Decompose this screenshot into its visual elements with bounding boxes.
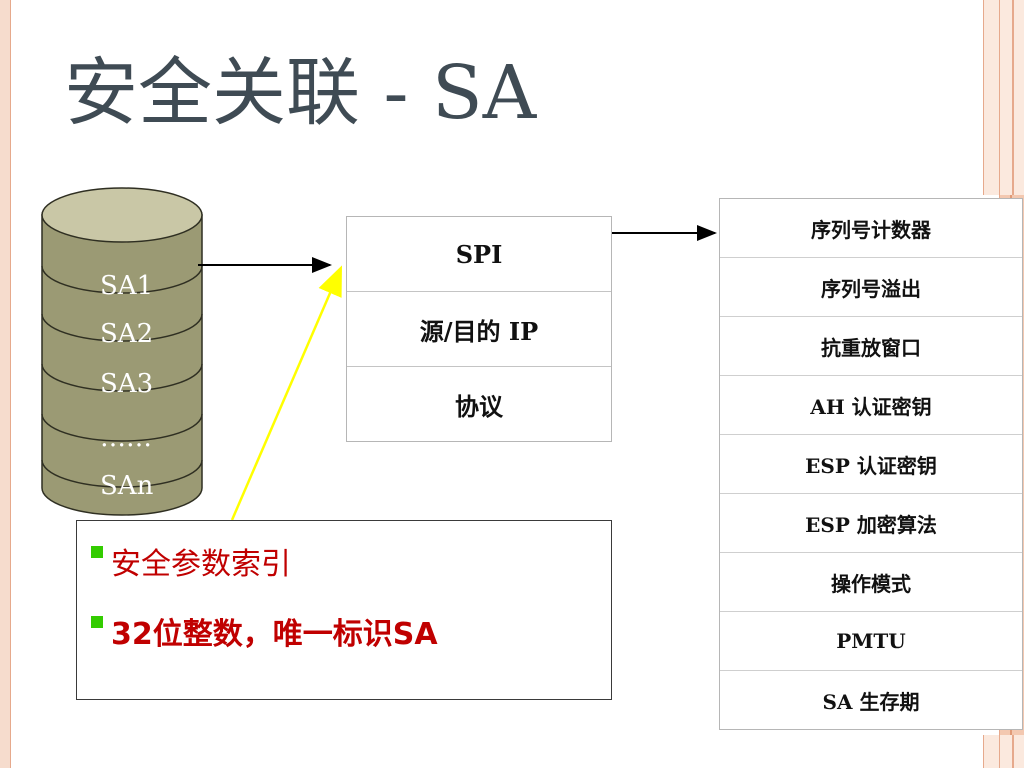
- field-spi: SPI: [347, 217, 611, 292]
- param-row: 序列号计数器: [720, 199, 1022, 258]
- square-bullet-icon: [91, 546, 103, 558]
- db-label-sa2: SA2: [100, 319, 154, 349]
- field-src-dst-ip: 源/目的 IP: [347, 292, 611, 367]
- note-text: 安全参数索引: [111, 547, 291, 582]
- param-row: 抗重放窗口: [720, 317, 1022, 376]
- note-item: 32位整数，唯一标识SA: [91, 609, 438, 653]
- right-decor-bottom: [978, 735, 1024, 768]
- left-decor-line: [10, 0, 11, 768]
- db-label-ellipsis: ……: [100, 423, 152, 453]
- param-row: 序列号溢出: [720, 258, 1022, 317]
- param-row: 操作模式: [720, 553, 1022, 612]
- db-label-sa1: SA1: [100, 271, 154, 301]
- arrow-note-to-spi: [230, 265, 342, 521]
- sa-structure-table: SPI 源/目的 IP 协议: [346, 216, 612, 442]
- sa-parameters-table: 序列号计数器 序列号溢出 抗重放窗口 AH 认证密钥 ESP 认证密钥 ESP …: [719, 198, 1023, 730]
- field-protocol: 协议: [455, 391, 503, 421]
- slide-title: 安全关联 - SA: [64, 50, 537, 136]
- param-row: ESP 加密算法: [720, 494, 1022, 553]
- note-text: 32位整数，唯一标识SA: [111, 617, 438, 652]
- db-label-san: SAn: [100, 471, 154, 501]
- spi-note-box: 安全参数索引 32位整数，唯一标识SA: [76, 520, 612, 700]
- param-row: PMTU: [720, 612, 1022, 671]
- sa-database-icon: [41, 187, 203, 516]
- param-row: ESP 认证密钥: [720, 435, 1022, 494]
- param-row: SA 生存期: [822, 689, 920, 714]
- note-item: 安全参数索引: [91, 539, 291, 583]
- param-row: AH 认证密钥: [720, 376, 1022, 435]
- db-label-sa3: SA3: [100, 369, 154, 399]
- right-decor-top: [978, 0, 1024, 195]
- square-bullet-icon: [91, 616, 103, 628]
- left-decor-stripe: [0, 0, 10, 768]
